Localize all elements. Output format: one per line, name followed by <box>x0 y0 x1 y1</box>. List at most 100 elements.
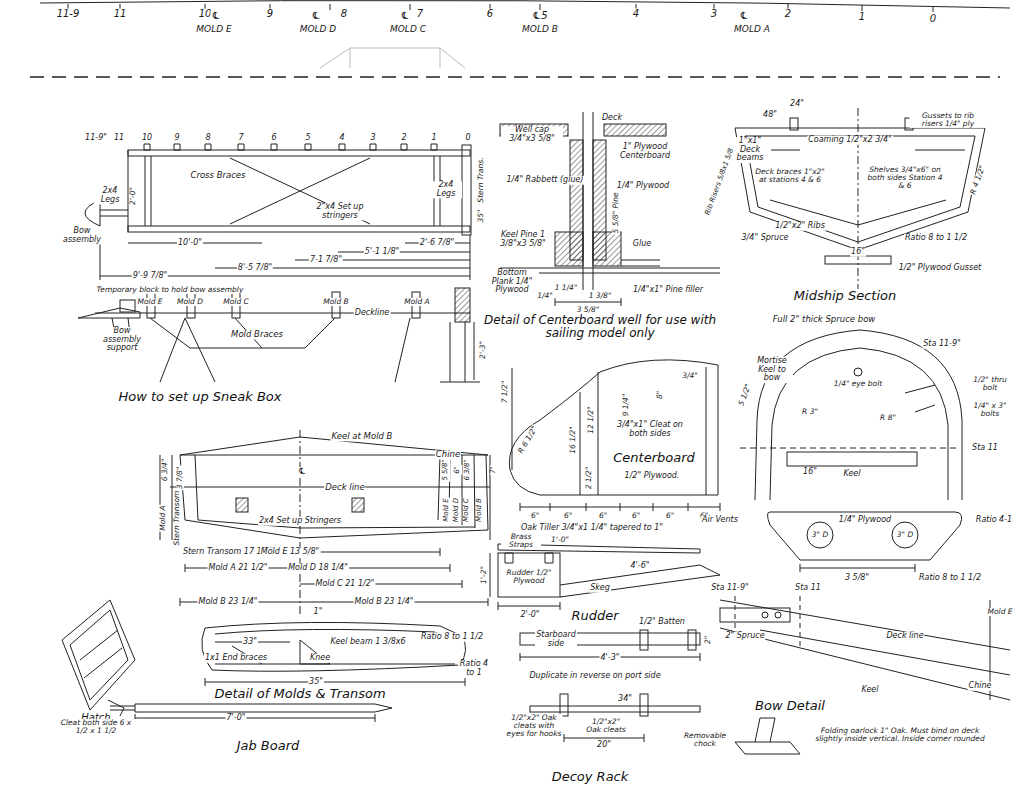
drawing-label: Deck line <box>324 483 365 492</box>
drawing-label: 3" D <box>896 531 914 539</box>
drawing-label: Mold E 13 5/8" <box>260 548 321 557</box>
drawing-label: 4'-3" <box>600 654 621 663</box>
decoy-rack-part <box>640 630 648 650</box>
setup-side-view-part <box>150 318 335 348</box>
drawing-label: Keel <box>860 686 879 695</box>
drawing-label: Starboard side <box>535 631 577 648</box>
mold-sections <box>160 430 490 615</box>
jab-board-part <box>135 714 375 722</box>
drawing-label: 3/4" <box>681 372 699 380</box>
drawing-label: Mold E <box>986 608 1013 616</box>
setup-side-view-part <box>95 313 470 314</box>
drawing-label: 5 5/8" <box>442 458 450 481</box>
drawing-label: Mold B 23 1/4" <box>198 598 259 607</box>
centerboard <box>509 360 720 511</box>
drawing-label: 1 <box>430 134 437 143</box>
drawing-label: Mold A 21 1/2" <box>208 564 269 573</box>
bow-detail-part <box>720 600 1010 700</box>
drawing-label: 10'-0" <box>177 239 203 248</box>
drawing-label: 1/4" eye bolt <box>833 380 883 388</box>
midship-section-part <box>825 256 891 264</box>
drawing-label: Mold E <box>136 298 163 306</box>
station-ruler-part <box>320 48 465 68</box>
drawing-label: 7 <box>237 134 244 143</box>
drawing-label: 2 <box>784 9 792 20</box>
drawing-label: MOLD E <box>195 25 232 35</box>
drawing-label: Deckline <box>354 309 391 318</box>
mold-sections-part <box>352 498 364 512</box>
drawing-label: Removable chock <box>682 732 729 748</box>
drawing-label: 4'-6" <box>630 562 651 571</box>
rudder-part <box>490 553 560 610</box>
drawing-label: Deck <box>601 114 623 123</box>
station-ruler <box>30 0 1010 77</box>
midship-section-part <box>755 150 965 225</box>
drawing-label: ℄ <box>400 11 411 22</box>
decoy-rack-part <box>560 694 568 716</box>
view-title: Decoy Rack <box>551 770 630 784</box>
drawing-label: 3 <box>369 134 376 143</box>
drawing-label: 5 5/8" Pine <box>612 191 620 234</box>
hatch-sketch-part <box>62 600 135 710</box>
jab-board <box>110 704 392 722</box>
drawing-label: 16" <box>802 468 818 477</box>
drawing-label: Keel Pine 1 3/8"x3 5/8" <box>496 231 550 248</box>
drawing-label: 2'-0" <box>520 611 541 620</box>
drawing-label: 1/2"x2" Ribs <box>774 222 826 231</box>
drawing-label: 5 1/2" <box>737 382 753 408</box>
centerboard-well-part <box>555 232 583 266</box>
drawing-label: 7-1 7/8" <box>309 256 343 265</box>
drawing-label: 2x4 Legs <box>430 181 462 198</box>
drawing-label: 16 1/2" <box>569 425 577 454</box>
mold-sections-part <box>180 548 488 606</box>
drawing-label: 20" <box>596 741 612 750</box>
drawing-label: 6 <box>270 134 277 143</box>
drawing-label: 3 <box>710 9 718 20</box>
drawing-label: Bow assembly <box>61 227 103 244</box>
drawing-label: 1/2" Plywood. <box>624 472 681 481</box>
drawing-label: 35" <box>308 678 324 687</box>
drawing-label: 0 <box>929 14 937 25</box>
bow-section-part <box>905 385 935 412</box>
view-title: Detail of Molds & Transom <box>213 687 386 701</box>
drawing-label: 11-9 <box>56 9 81 20</box>
drawing-label: 10 <box>141 134 153 143</box>
station-ruler-part <box>40 0 1010 8</box>
drawing-label: 2 <box>400 134 407 143</box>
bow-section-part <box>755 330 962 500</box>
centerboard-part <box>509 360 718 495</box>
drawing-label: 8 <box>340 9 348 20</box>
drawing-label: 9'-9 7/8" <box>132 272 168 281</box>
drawing-label: 24" <box>789 100 805 109</box>
bow-detail-part <box>762 612 768 618</box>
drawing-label: 8'-5 7/8" <box>237 264 273 273</box>
oarlock-sketch-part <box>735 718 800 754</box>
drawing-label: 2" Spruce <box>724 632 765 641</box>
drawing-label: R 8" <box>879 414 897 422</box>
mold-sections-part <box>438 455 488 530</box>
drawing-label: Sta 11-9" <box>710 584 750 593</box>
drawing-label: Keel at Mold B <box>331 432 394 441</box>
drawing-label: 1" Plywood Centerboard <box>614 143 676 160</box>
drawing-label: Stern Transom <box>173 490 181 547</box>
drawing-label: 1/4"x1" Pine filler <box>632 286 704 295</box>
drawing-label: MOLD B <box>521 25 559 35</box>
setup-side-view-part <box>160 318 480 382</box>
drawing-label: Oak Tiller 3/4"x1 1/4" tapered to 1" <box>520 524 664 533</box>
drawing-label: 6" <box>454 465 462 475</box>
mold-sections-part <box>236 498 248 512</box>
drawing-label: ℄ <box>211 11 222 22</box>
drawing-label: Deck line <box>885 632 924 641</box>
drawing-label: 8" <box>656 390 664 400</box>
bow-section <box>740 330 962 572</box>
drawing-label: Stern Trans. <box>477 156 485 203</box>
view-title: Detail of Centerboard well for use with … <box>479 314 721 340</box>
drawing-label: 0 <box>464 134 471 143</box>
mold-sections-part <box>160 455 490 540</box>
drawing-label: Brass Straps <box>501 533 541 549</box>
centerboard-part <box>512 368 598 495</box>
view-title: Jab Board <box>236 739 301 753</box>
drawing-label: 2 1/2" <box>585 466 593 491</box>
drawing-label: Ratio 8 to 1 1/2 <box>420 633 484 642</box>
drawing-label: Bottom Plank 1/4" Plywood <box>485 269 539 295</box>
